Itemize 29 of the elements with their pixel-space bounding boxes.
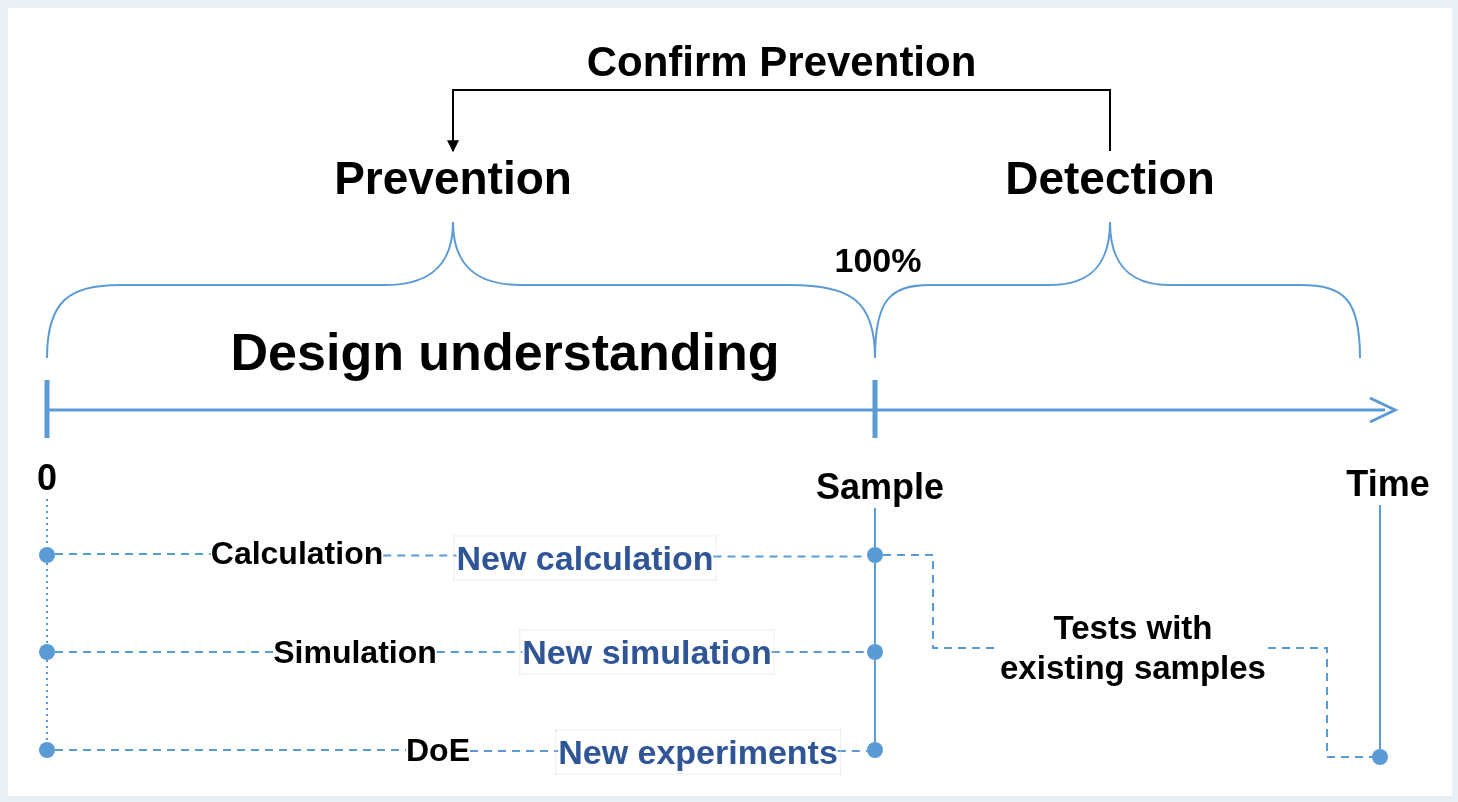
dashed-connector: [469, 750, 560, 752]
dashed-connector: [1267, 647, 1373, 758]
method-label: DoE: [406, 731, 470, 769]
axis-label: Time: [1346, 463, 1430, 505]
dashed-connector: [54, 651, 275, 653]
dashed-connector: [46, 562, 48, 645]
new-method-label: New simulation: [522, 632, 772, 672]
stage-heading: Prevention: [334, 151, 572, 205]
percent-label: 100%: [834, 240, 922, 280]
dashed-connector: [54, 553, 212, 555]
connector-line: [874, 659, 876, 743]
phase-label: Design understanding: [230, 322, 780, 382]
stage-heading: Detection: [1005, 151, 1215, 205]
connector-line: [874, 562, 876, 645]
method-label: Calculation: [210, 534, 384, 572]
connector-line: [874, 507, 876, 548]
connector-line: [1379, 504, 1381, 750]
dashed-connector: [54, 749, 407, 751]
dashed-connector: [382, 554, 458, 557]
new-method-label: New calculation: [456, 538, 714, 578]
axis-tick-label: Sample: [815, 466, 945, 508]
arrow: [447, 89, 1111, 153]
dashed-connector: [836, 750, 868, 752]
dashed-connector: [435, 651, 524, 653]
dashed-connector: [46, 659, 48, 743]
new-method-label: New experiments: [558, 732, 838, 772]
test-note: Tests with existing samples: [998, 608, 1268, 688]
axis-tick-label: 0: [37, 457, 57, 499]
method-label: Simulation: [273, 633, 437, 671]
